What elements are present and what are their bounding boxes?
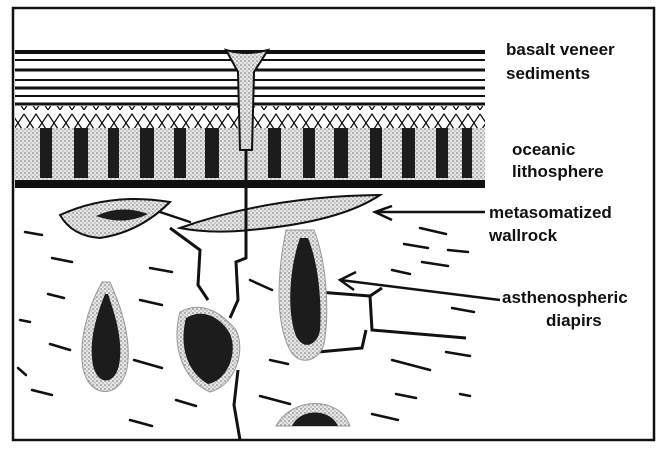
label-metasomatized: metasomatized <box>489 203 612 223</box>
label-sediments: sediments <box>506 64 590 84</box>
label-lithosphere: lithosphere <box>512 162 604 182</box>
label-asthenospheric: asthenospheric <box>502 288 628 308</box>
label-leaders <box>340 206 500 300</box>
lithosphere-base <box>15 180 485 188</box>
metasomatized-wallrock <box>60 195 380 238</box>
asthenospheric-diapirs <box>82 230 350 426</box>
label-oceanic: oceanic <box>512 140 575 160</box>
label-wallrock: wallrock <box>489 226 557 246</box>
label-basalt-veneer: basalt veneer <box>506 40 615 60</box>
label-diapirs: diapirs <box>546 311 602 331</box>
